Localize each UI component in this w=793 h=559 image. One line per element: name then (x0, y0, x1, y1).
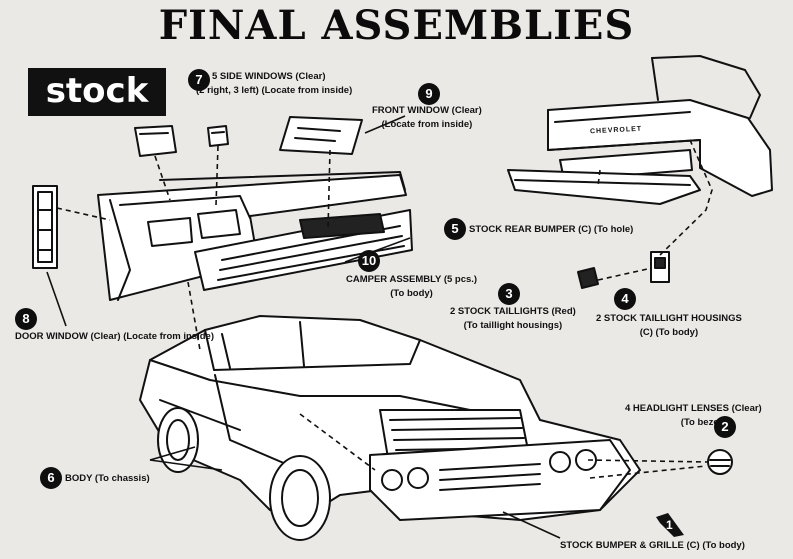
callout-9-number: 9 (418, 83, 440, 105)
camper-assembly (97, 171, 413, 301)
side-window-piece-2 (207, 125, 229, 147)
callout-9-label: FRONT WINDOW (Clear) (Locate from inside… (372, 104, 482, 132)
callout-7-label: 5 SIDE WINDOWS (Clear) (2 right, 3 left)… (196, 70, 352, 98)
callout-2-number: 2 (714, 416, 736, 438)
car-body (139, 315, 641, 541)
callout-2-label: 4 HEADLIGHT LENSES (Clear) (To bezels) (625, 402, 762, 430)
callout-6-number: 6 (40, 467, 62, 489)
page-title: FINAL ASSEMBLIES (158, 2, 635, 49)
callout-2-line2: (To bezels) (680, 417, 730, 428)
callout-5-label: STOCK REAR BUMPER (C) (To hole) (469, 223, 633, 237)
stock-badge: stock (28, 68, 166, 116)
callout-8-line1: DOOR WINDOW (Clear) (Locate from inside) (15, 331, 214, 342)
door-window-piece (32, 185, 58, 269)
callout-1-number: 1 (666, 518, 673, 532)
taillight-piece (577, 267, 599, 289)
callout-1-label: STOCK BUMPER & GRILLE (C) (To body) (560, 539, 745, 553)
callout-10-line1: CAMPER ASSEMBLY (5 pcs.) (346, 274, 478, 285)
callout-10-label: CAMPER ASSEMBLY (5 pcs.) (To body) (346, 273, 477, 301)
callout-2-line1: 4 HEADLIGHT LENSES (Clear) (625, 403, 762, 414)
callout-1-arrow: 1 (656, 513, 684, 537)
callout-7-number: 7 (188, 69, 210, 91)
tailgate-lettering: CHEVROLET (589, 125, 643, 136)
callout-10-line2: (To body) (390, 288, 433, 299)
callout-4-line2: (C) (To body) (639, 327, 699, 338)
callout-3-label: 2 STOCK TAILLIGHTS (Red) (To taillight h… (450, 305, 576, 333)
callout-8-label: DOOR WINDOW (Clear) (Locate from inside) (15, 330, 214, 344)
callout-10-number: 10 (358, 250, 380, 272)
front-window-piece (279, 116, 363, 155)
headlight-lens-piece (707, 449, 733, 475)
callout-9-line1: FRONT WINDOW (Clear) (372, 105, 482, 116)
callout-9-line2: (Locate from inside) (381, 119, 473, 130)
callout-7-line2: (2 right, 3 left) (Locate from inside) (196, 85, 353, 96)
callout-5-line1: STOCK REAR BUMPER (C) (To hole) (469, 224, 634, 235)
callout-8-number: 8 (15, 308, 37, 330)
side-window-piece-1 (134, 125, 177, 157)
callout-3-line2: (To taillight housings) (463, 320, 563, 331)
callout-4-number: 4 (614, 288, 636, 310)
callout-3-number: 3 (498, 283, 520, 305)
taillight-housing-piece (650, 251, 670, 283)
callout-4-label: 2 STOCK TAILLIGHT HOUSINGS (C) (To body) (596, 312, 742, 340)
callout-3-line1: 2 STOCK TAILLIGHTS (Red) (450, 306, 576, 317)
rear-bumper-piece (507, 169, 701, 205)
callout-4-line1: 2 STOCK TAILLIGHT HOUSINGS (596, 313, 742, 324)
callout-6-label: BODY (To chassis) (65, 472, 150, 486)
callout-5-number: 5 (444, 218, 466, 240)
callout-6-line1: BODY (To chassis) (65, 473, 150, 484)
callout-1-line1: STOCK BUMPER & GRILLE (C) (To body) (560, 540, 745, 551)
callout-7-line1: 5 SIDE WINDOWS (Clear) (212, 71, 326, 82)
